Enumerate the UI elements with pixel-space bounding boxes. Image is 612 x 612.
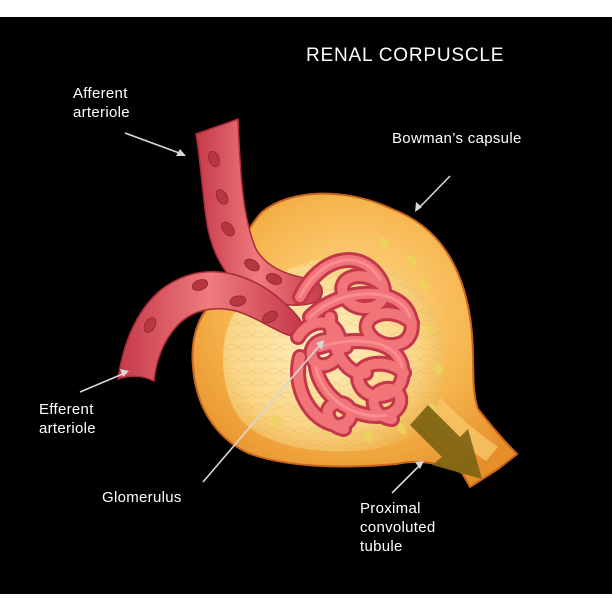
label-afferent-arteriole: Afferent arteriole: [73, 85, 130, 121]
label-proximal-convoluted-tubule: Proximal convoluted tubule: [360, 500, 436, 555]
renal-corpuscle-illustration: [79, 117, 519, 494]
label-glomerulus: Glomerulus: [102, 489, 182, 506]
label-bowmans-capsule: Bowman’s capsule: [392, 130, 522, 147]
diagram-title: RENAL CORPUSCLE: [306, 45, 505, 66]
diagram-canvas: RENAL CORPUSCLE Afferent arteriole Bowma…: [0, 17, 612, 594]
arrow-down-right-icon: [410, 405, 482, 479]
blood-cells: [143, 150, 283, 333]
glomerulus-capillaries: [290, 252, 420, 437]
leader-arrowheads: [120, 149, 424, 469]
leader-lines: [79, 132, 451, 494]
label-efferent-arteriole: Efferent arteriole: [39, 401, 96, 437]
